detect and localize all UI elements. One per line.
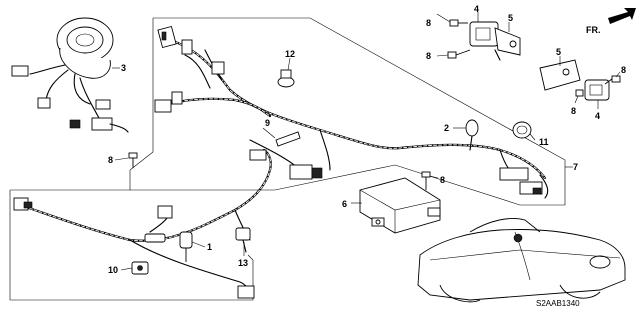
direction-label: FR. <box>586 25 601 35</box>
front-direction-arrow: FR. <box>586 8 636 35</box>
callout-8-top: 8 <box>426 18 431 28</box>
vehicle-outline <box>417 218 626 303</box>
callout-6: 6 <box>342 199 347 209</box>
srs-control-unit <box>359 177 441 234</box>
impact-sensor-right <box>469 21 521 61</box>
callout-4-right: 4 <box>595 111 600 121</box>
callout-4-top: 4 <box>474 4 479 14</box>
callout-10: 10 <box>108 265 118 275</box>
bolt-8-srs <box>421 171 431 190</box>
callout-7: 7 <box>573 162 578 172</box>
callout-12: 12 <box>285 49 295 59</box>
callout-8-left: 8 <box>108 155 113 165</box>
diagram-code: S2AAB1340 <box>536 299 580 308</box>
callout-8-mid: 8 <box>426 51 431 61</box>
clip-11 <box>512 121 532 139</box>
clip-1 <box>179 231 193 262</box>
callout-5-right: 5 <box>556 47 561 57</box>
clips <box>131 69 532 275</box>
fasteners <box>128 19 621 190</box>
callout-labels: 3 8 12 9 8 4 5 8 5 8 8 4 2 11 7 8 6 1 13… <box>108 4 626 275</box>
cable-reel-assembly <box>11 17 129 133</box>
leader-lines <box>112 12 621 271</box>
callout-2: 2 <box>444 123 449 133</box>
clip-9 <box>275 131 301 147</box>
impact-sensor-left <box>539 59 610 101</box>
bolt-8-mid <box>447 49 471 59</box>
bolt-8-top <box>449 19 468 27</box>
bolt-8-lower-left <box>575 89 584 97</box>
clip-10 <box>131 261 149 275</box>
group-frame-lines <box>9 17 573 301</box>
callout-3: 3 <box>121 63 126 73</box>
bolt-8-left <box>128 152 138 168</box>
callout-13: 13 <box>238 258 248 268</box>
callout-8-lower-right: 8 <box>571 106 576 116</box>
main-wire-harness <box>154 25 549 199</box>
callout-11: 11 <box>539 137 549 147</box>
callout-5-top: 5 <box>508 13 513 23</box>
clip-12 <box>277 69 295 88</box>
clip-13 <box>235 227 251 253</box>
bolt-8-right <box>604 75 621 85</box>
callout-8-right: 8 <box>621 65 626 75</box>
callout-1: 1 <box>207 242 212 252</box>
callout-9: 9 <box>265 118 270 128</box>
callout-8-srs: 8 <box>440 175 445 185</box>
lower-wire-harness <box>13 148 272 299</box>
